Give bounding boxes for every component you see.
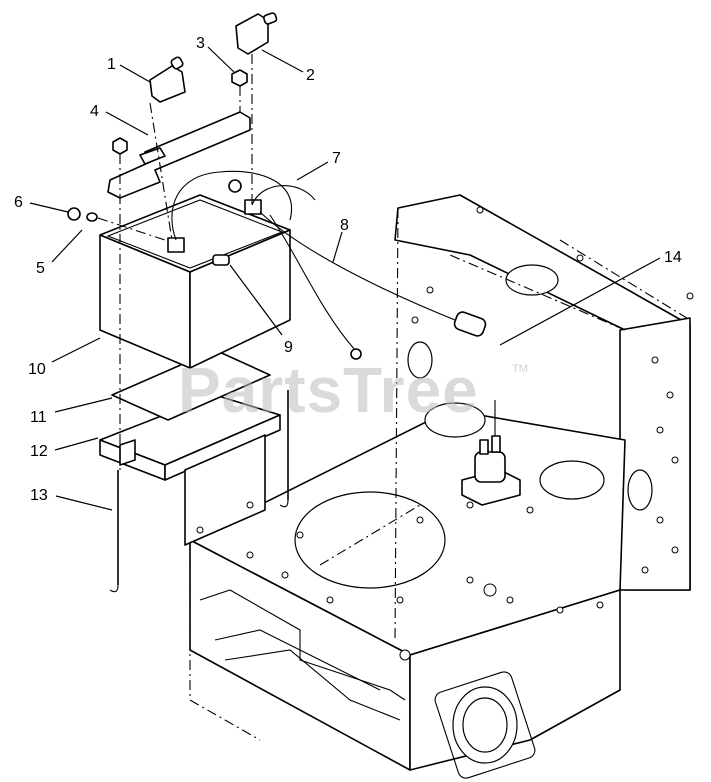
- terminal-bolt: [212, 254, 230, 266]
- boot-1: [149, 65, 186, 103]
- hex-nut-left: [112, 137, 128, 155]
- starter-solenoid: [461, 400, 521, 506]
- tray-bracket: [184, 434, 266, 546]
- frame-fasteners: [246, 206, 694, 661]
- boot-2: [235, 13, 269, 55]
- callout-10: 10: [28, 361, 46, 378]
- callout-6: 6: [14, 194, 23, 211]
- hex-nut-right: [231, 69, 248, 87]
- watermark-trademark: TM: [512, 363, 528, 375]
- callout-9: 9: [284, 339, 293, 356]
- lock-nut: [67, 207, 81, 221]
- callout-7: 7: [332, 150, 341, 167]
- battery: [99, 194, 291, 369]
- callout-labels: 1 2 3 4 5 6 7 8 9 10 11 12 13 14: [14, 35, 682, 504]
- alignment-lines: [97, 54, 253, 470]
- callout-13: 13: [30, 487, 48, 504]
- callout-14: 14: [664, 249, 682, 266]
- leader-lines: [29, 46, 661, 511]
- fasteners: [67, 69, 248, 222]
- battery-tray: [99, 394, 281, 546]
- watermark-text: PartsTree: [178, 354, 479, 426]
- chassis-frame: [189, 194, 694, 779]
- washer: [86, 212, 98, 222]
- callout-2: 2: [306, 67, 315, 84]
- watermark: PartsTree TM: [178, 354, 528, 426]
- j-bolts: [109, 390, 289, 593]
- battery-cables: [171, 170, 487, 360]
- callout-1: 1: [107, 56, 116, 73]
- callout-3: 3: [196, 35, 205, 52]
- callout-5: 5: [36, 260, 45, 277]
- deck-cutout: [294, 491, 446, 589]
- callout-8: 8: [340, 217, 349, 234]
- callout-11: 11: [30, 409, 47, 426]
- battery-pad: [111, 349, 271, 421]
- positive-terminal: [244, 199, 262, 215]
- negative-terminal: [167, 237, 185, 253]
- terminal-boots: [149, 12, 278, 103]
- callout-4: 4: [90, 103, 99, 120]
- callout-12: 12: [30, 443, 48, 460]
